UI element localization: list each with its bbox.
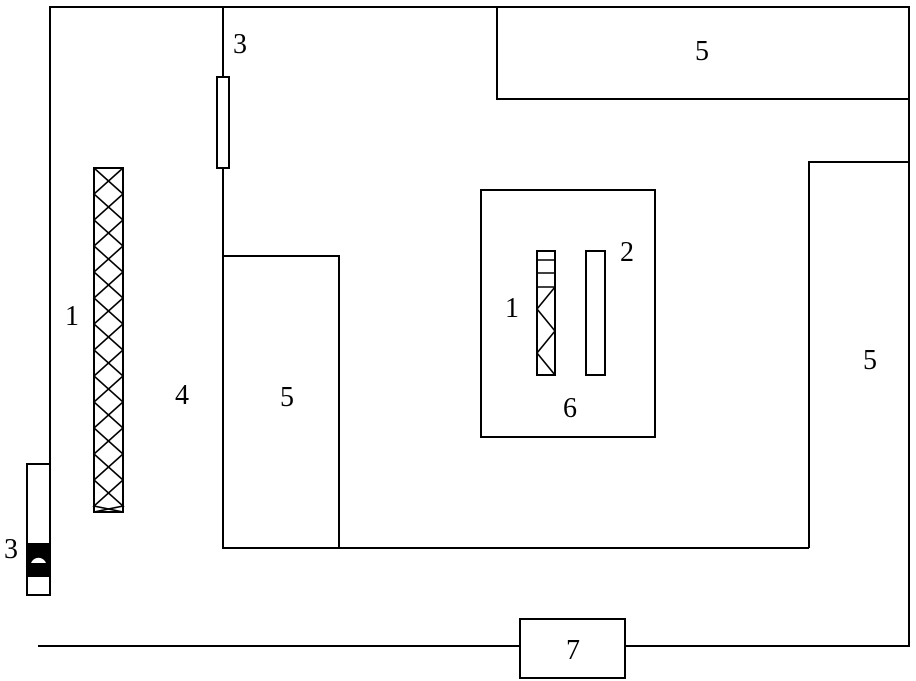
label-gate-top: 3 — [233, 29, 247, 60]
label-hoist: 2 — [620, 237, 634, 268]
hoist — [585, 250, 606, 376]
crane-center — [535, 250, 557, 376]
site-boundary — [38, 6, 910, 647]
label-shed-right: 5 — [863, 345, 877, 376]
shed-top — [496, 6, 910, 100]
work-area — [480, 189, 656, 438]
gate-left — [26, 463, 51, 596]
partition-lower — [222, 168, 809, 549]
label-office: 7 — [566, 635, 580, 666]
shed-left — [223, 255, 340, 548]
gate-top — [216, 76, 230, 169]
boundary-left-top-right — [49, 6, 910, 647]
label-work-area: 6 — [563, 393, 577, 424]
office — [519, 618, 626, 679]
label-road: 4 — [175, 380, 189, 411]
label-shed-top: 5 — [695, 36, 709, 67]
crane-left — [92, 167, 125, 513]
label-gate-left: 3 — [4, 534, 18, 565]
inner-partition — [222, 7, 809, 549]
label-shed-left: 5 — [280, 382, 294, 413]
label-crane-center: 1 — [505, 293, 519, 324]
label-crane-left: 1 — [65, 301, 79, 332]
shed-right — [808, 161, 909, 548]
